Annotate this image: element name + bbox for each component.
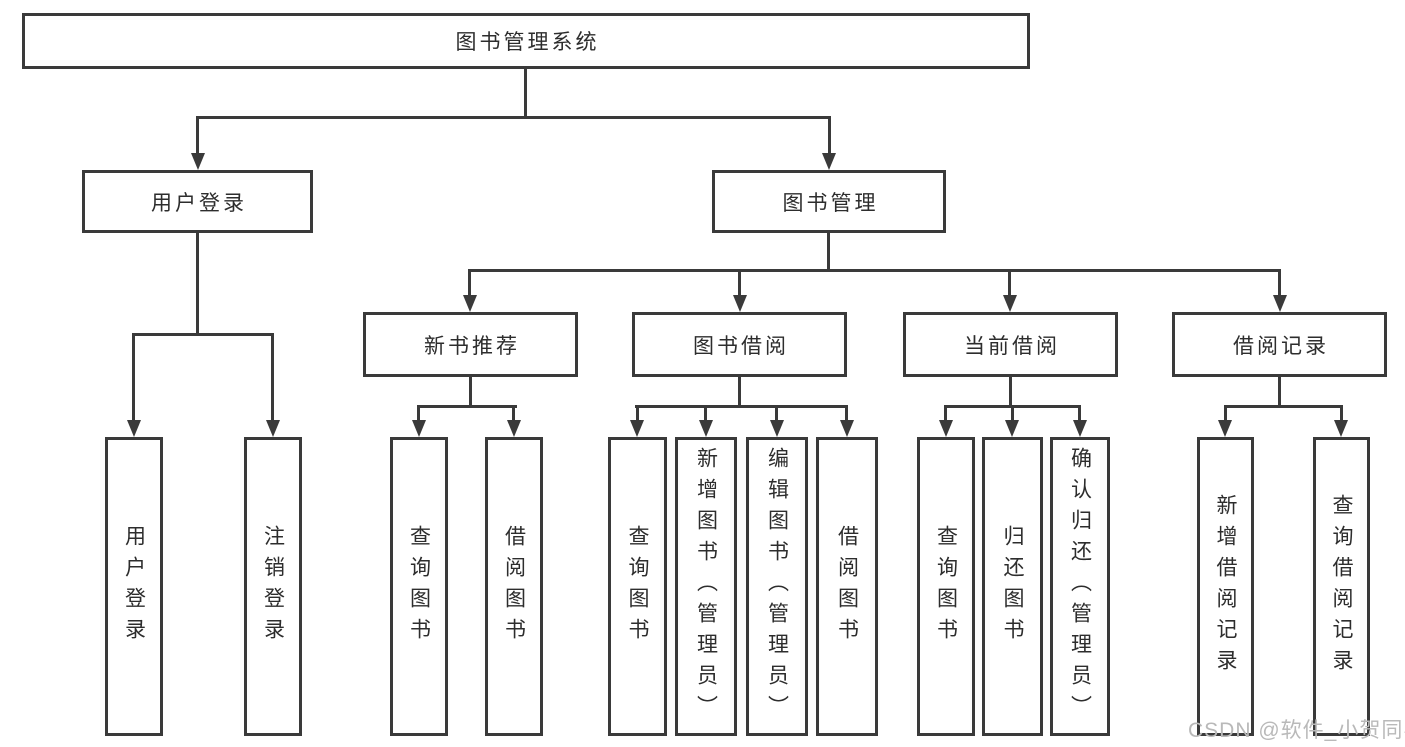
node-label: 图书借阅 <box>693 334 789 358</box>
connector-vline <box>827 233 830 272</box>
arrow-down-icon <box>266 420 280 437</box>
arrow-down-icon <box>822 153 836 170</box>
arrow-down-icon <box>699 420 713 437</box>
connector-vline <box>1340 405 1343 422</box>
node-label: 用户登录 <box>151 191 247 215</box>
leaf-logout-login: 注销登录 <box>244 437 302 736</box>
node-user-login: 用户登录 <box>82 170 313 233</box>
arrow-down-icon <box>630 420 644 437</box>
arrow-down-icon <box>191 153 205 170</box>
node-label: 用户登录 <box>122 524 146 649</box>
node-current-borrowing: 当前借阅 <box>903 312 1118 377</box>
connector-vline <box>775 405 778 422</box>
leaf-confirm-return-admin: 确认归还（管理员） <box>1050 437 1110 736</box>
leaf-edit-book-admin: 编辑图书（管理员） <box>746 437 808 736</box>
node-label: 注销登录 <box>261 524 285 649</box>
leaf-borrow-books: 借阅图书 <box>816 437 878 736</box>
node-label: 归还图书 <box>1001 524 1024 649</box>
leaf-user-login: 用户登录 <box>105 437 163 736</box>
connector-vline <box>196 116 199 156</box>
connector-vline <box>828 116 831 156</box>
arrow-down-icon <box>770 420 784 437</box>
node-borrowing-records: 借阅记录 <box>1172 312 1387 377</box>
watermark-text: CSDN @软件_小贺同学 <box>1188 719 1405 742</box>
node-library-management-system: 图书管理系统 <box>22 13 1030 69</box>
connector-hline <box>635 405 848 408</box>
connector-vline <box>468 269 471 299</box>
node-label: 新书推荐 <box>424 334 520 358</box>
connector-hline <box>132 333 274 336</box>
connector-hline <box>196 116 831 119</box>
node-label: 新增图书（管理员） <box>694 447 718 726</box>
arrow-down-icon <box>463 295 477 312</box>
connector-vline <box>196 233 199 336</box>
connector-vline <box>512 405 515 422</box>
connector-vline <box>1278 269 1281 299</box>
arrow-down-icon <box>1334 420 1348 437</box>
node-label: 编辑图书（管理员） <box>765 447 789 726</box>
connector-vline <box>738 377 741 408</box>
node-label: 新增借阅记录 <box>1214 493 1237 680</box>
connector-vline <box>1011 405 1014 422</box>
connector-vline <box>944 405 947 422</box>
arrow-down-icon <box>1003 295 1017 312</box>
arrow-down-icon <box>412 420 426 437</box>
leaf-query-books: 查询图书 <box>917 437 975 736</box>
connector-hline <box>417 405 517 408</box>
connector-vline <box>1278 377 1281 408</box>
node-book-borrowing: 图书借阅 <box>632 312 847 377</box>
node-label: 查询图书 <box>626 524 649 649</box>
arrow-down-icon <box>1005 420 1019 437</box>
connector-hline <box>1224 405 1343 408</box>
connector-vline <box>636 405 639 422</box>
node-label: 确认归还（管理员） <box>1068 447 1092 726</box>
node-label: 查询图书 <box>934 524 958 649</box>
node-label: 借阅图书 <box>502 524 526 649</box>
connector-vline <box>1008 269 1011 299</box>
node-label: 查询图书 <box>407 524 431 649</box>
node-new-book-recommendation: 新书推荐 <box>363 312 578 377</box>
node-book-management: 图书管理 <box>712 170 946 233</box>
node-label: 查询借阅记录 <box>1330 493 1353 680</box>
node-label: 图书管理系统 <box>455 31 600 54</box>
node-label: 借阅图书 <box>835 524 859 649</box>
connector-vline <box>845 405 848 422</box>
arrow-down-icon <box>1073 420 1087 437</box>
arrow-down-icon <box>1218 420 1232 437</box>
leaf-borrow-books: 借阅图书 <box>485 437 543 736</box>
connector-hline <box>468 269 1281 272</box>
leaf-add-book-admin: 新增图书（管理员） <box>675 437 737 736</box>
connector-vline <box>1078 405 1081 422</box>
connector-vline <box>1009 377 1012 408</box>
arrow-down-icon <box>1273 295 1287 312</box>
connector-vline <box>738 269 741 299</box>
connector-vline <box>132 333 135 422</box>
connector-vline <box>271 333 274 422</box>
arrow-down-icon <box>840 420 854 437</box>
connector-vline <box>524 67 527 119</box>
node-label: 图书管理 <box>782 191 879 215</box>
arrow-down-icon <box>733 295 747 312</box>
arrow-down-icon <box>939 420 953 437</box>
arrow-down-icon <box>507 420 521 437</box>
connector-vline <box>469 377 472 408</box>
leaf-add-borrow-record: 新增借阅记录 <box>1197 437 1254 736</box>
connector-vline <box>417 405 420 422</box>
node-label: 当前借阅 <box>964 334 1060 358</box>
connector-vline <box>704 405 707 422</box>
node-label: 借阅记录 <box>1233 334 1329 358</box>
leaf-query-borrow-record: 查询借阅记录 <box>1313 437 1370 736</box>
leaf-query-books: 查询图书 <box>608 437 667 736</box>
connector-vline <box>1224 405 1227 422</box>
leaf-return-book: 归还图书 <box>982 437 1043 736</box>
arrow-down-icon <box>127 420 141 437</box>
leaf-query-books: 查询图书 <box>390 437 448 736</box>
